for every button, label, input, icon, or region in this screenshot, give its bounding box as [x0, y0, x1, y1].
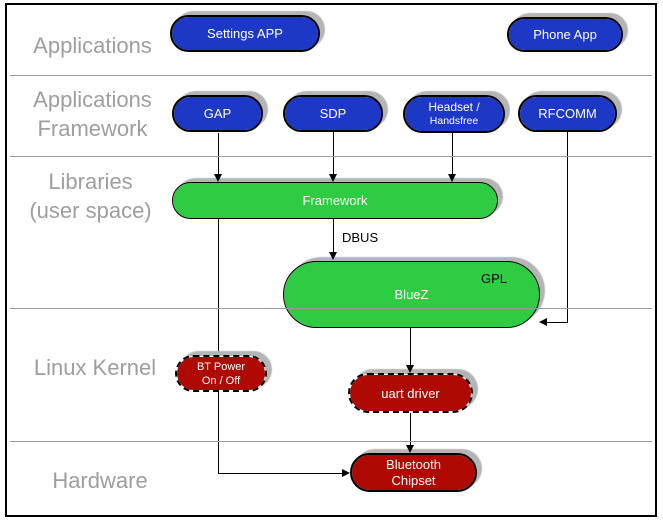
separator-libraries — [10, 308, 652, 309]
line-sdp-to-framework — [333, 132, 334, 182]
node-headset-handsfree: Headset / Handsfree — [403, 95, 505, 133]
layer-label-applications-framework-line2: Framework — [37, 116, 148, 141]
node-uart-driver: uart driver — [348, 373, 473, 413]
arrowhead-into-chipset-left — [342, 469, 350, 477]
arrowhead-headset-framework — [448, 174, 456, 182]
line-to-chipset — [218, 473, 343, 474]
node-framework: Framework — [172, 182, 498, 219]
node-phone-app: Phone App — [507, 17, 623, 52]
node-sdp: SDP — [283, 95, 383, 132]
line-gap-to-framework — [218, 133, 219, 182]
arrowhead-dbus-bluez — [329, 252, 337, 260]
line-uart-to-chipset — [410, 413, 411, 453]
separator-applications — [10, 75, 652, 76]
node-headset-line1: Headset / — [428, 100, 480, 114]
node-bluetooth-chipset: Bluetooth Chipset — [350, 453, 477, 492]
arrowhead-bluez-uart — [406, 365, 414, 373]
outer-border — [5, 3, 657, 517]
node-bt-power: BT Power On / Off — [175, 355, 267, 392]
arrowhead-rfcomm-bluez — [539, 318, 547, 326]
node-bluez: BlueZ GPL — [283, 261, 540, 328]
separator-framework — [10, 156, 652, 157]
arrowhead-sdp-framework — [329, 174, 337, 182]
layer-label-applications: Applications — [33, 33, 152, 58]
layer-label-libraries-line1: Libraries — [48, 169, 133, 194]
line-framework-down-through-btpower — [218, 219, 219, 473]
line-headset-to-framework — [452, 133, 453, 182]
node-bt-power-line1: BT Power — [196, 360, 246, 373]
node-headset-line2: Handsfree — [429, 115, 479, 127]
arrowhead-gap-framework — [214, 174, 222, 182]
layer-label-linux-kernel: Linux Kernel — [33, 355, 157, 380]
layer-label-hardware: Hardware — [52, 468, 148, 493]
arrowhead-uart-chipset — [406, 445, 414, 453]
node-rfcomm: RFCOMM — [518, 95, 617, 132]
dbus-label: DBUS — [342, 230, 379, 245]
bluez-gpl-label: GPL — [480, 271, 507, 286]
line-bluez-to-uart — [410, 328, 411, 373]
layer-label-libraries-line2: (user space) — [29, 198, 152, 223]
node-chipset-line2: Chipset — [391, 472, 436, 488]
line-rfcomm-down — [567, 132, 568, 322]
node-bluez-label: BlueZ — [394, 287, 429, 302]
layer-label-applications-framework-line1: Applications — [33, 87, 152, 112]
node-settings-app: Settings APP — [170, 15, 320, 52]
line-rfcomm-to-bluez — [546, 322, 568, 323]
node-bt-power-line2: On / Off — [201, 374, 241, 387]
separator-kernel — [10, 441, 652, 442]
line-dbus-framework-to-bluez — [333, 219, 334, 260]
node-chipset-line1: Bluetooth — [386, 456, 441, 472]
layer-label-libraries: Libraries (user space) — [8, 167, 173, 225]
node-gap: GAP — [172, 95, 263, 132]
layer-label-applications-framework: Applications Framework — [15, 85, 170, 143]
